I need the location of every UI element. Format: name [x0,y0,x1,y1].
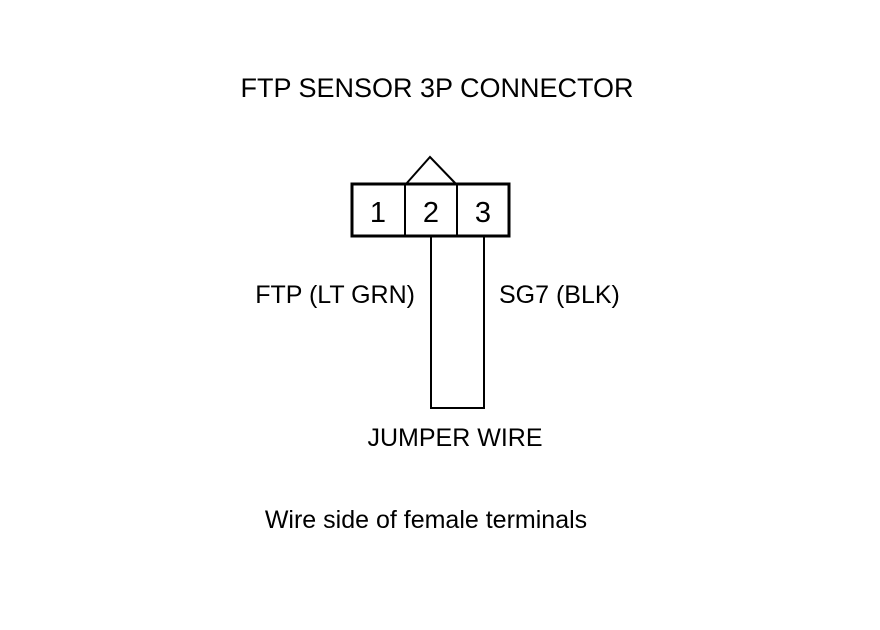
pin-2-label: 2 [423,197,439,229]
connector-lock-tab [405,155,457,185]
diagram-title: FTP SENSOR 3P CONNECTOR [240,73,633,103]
connector-housing: 1 2 3 [350,155,511,238]
terminal-view-note: Wire side of female terminals [265,506,587,534]
pin-1-label: 1 [370,197,386,229]
sg7-wire-label: SG7 (BLK) [499,281,620,309]
ftp-wire-label: FTP (LT GRN) [255,281,415,309]
pin-3-label: 3 [475,197,491,229]
jumper-wire-label: JUMPER WIRE [368,424,543,452]
jumper-wire [430,236,485,409]
